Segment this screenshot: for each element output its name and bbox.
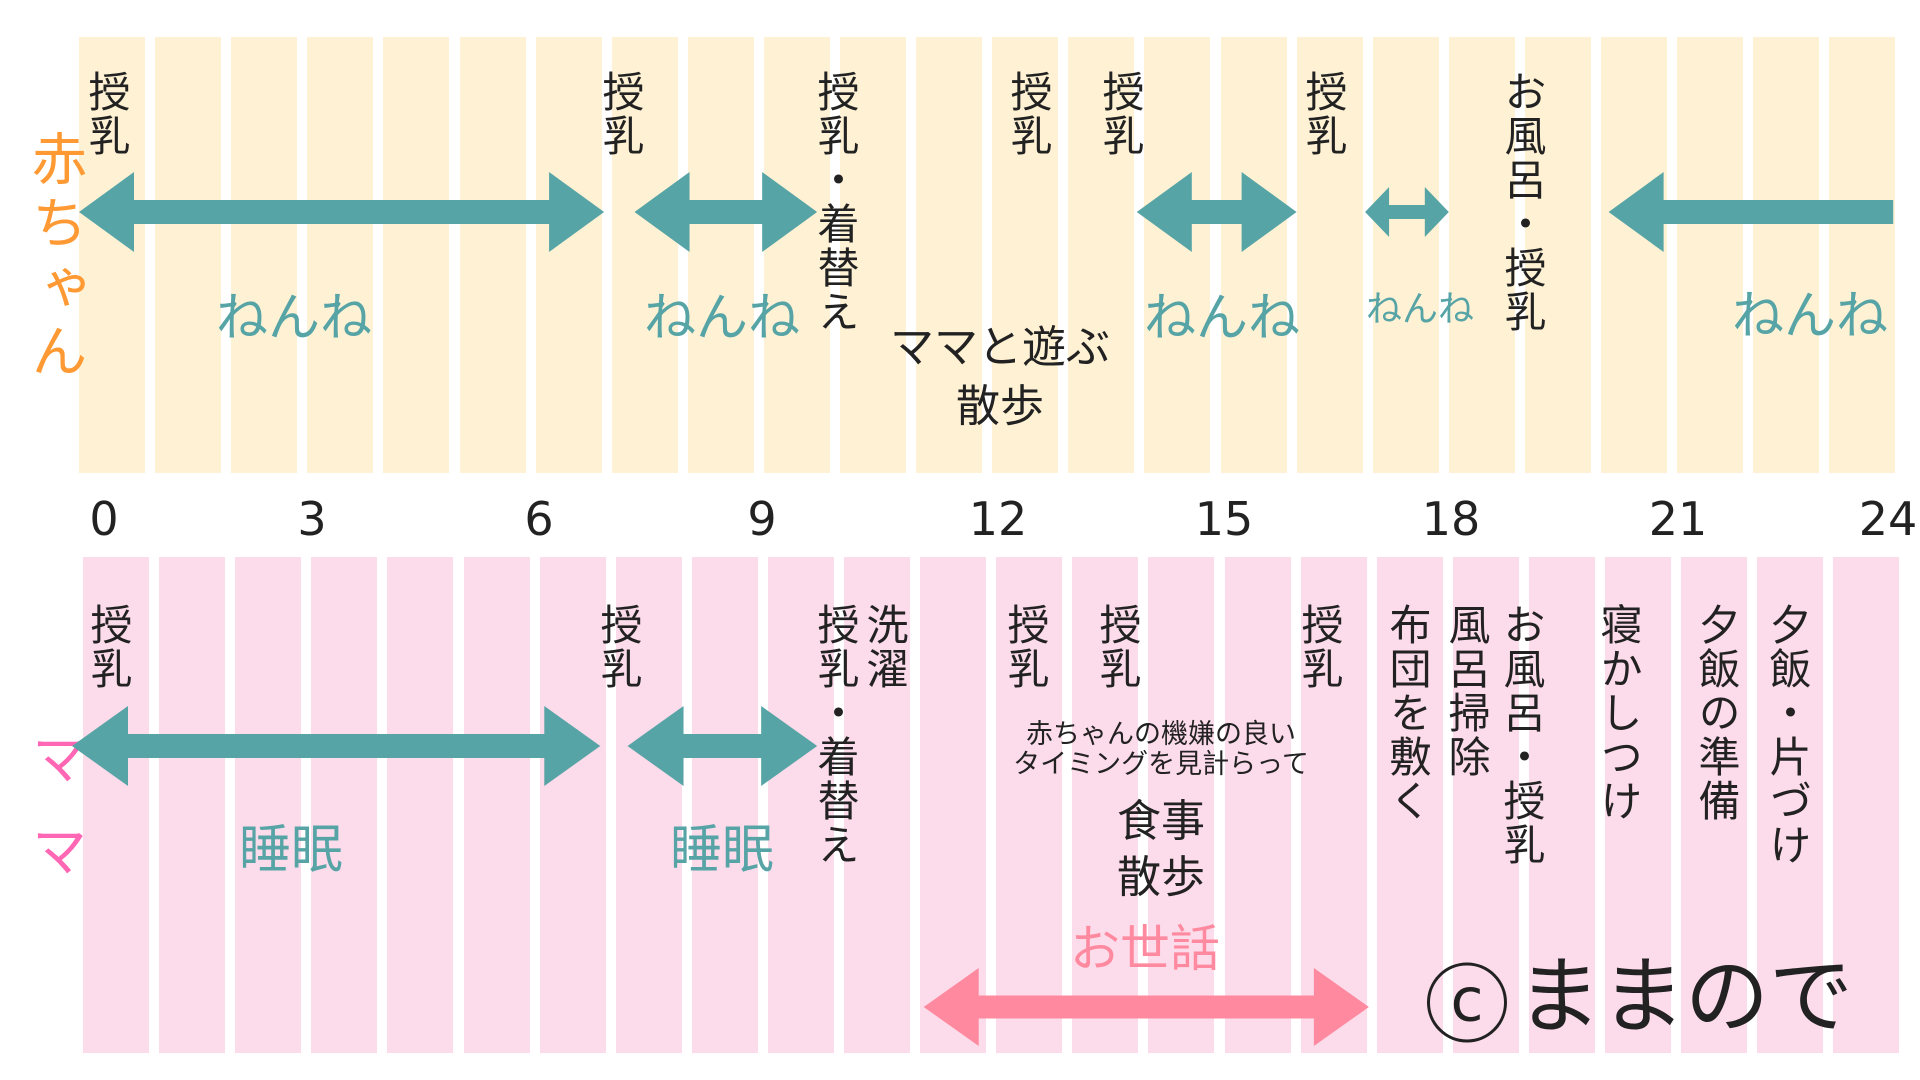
baby-hour-column <box>1372 37 1439 473</box>
mama-note-line2: タイミングを見計らって <box>1013 749 1309 780</box>
baby-event-feeding-changing: 授乳・着替え <box>811 70 860 334</box>
baby-event-feeding: 授乳 <box>1004 70 1053 158</box>
baby-hour-column <box>840 37 906 473</box>
mama-hour-column <box>1833 557 1900 1053</box>
mama-hour-column <box>159 557 226 1053</box>
baby-hour-column <box>992 37 1059 473</box>
mama-event-feeding: 授乳 <box>1001 603 1050 691</box>
baby-hour-column <box>1753 37 1820 473</box>
tick-label: 21 <box>1648 492 1708 546</box>
mama-hour-column <box>311 557 378 1053</box>
baby-hour-column <box>1677 37 1744 473</box>
baby-hour-column <box>916 37 983 473</box>
care-period-label: お世話 <box>1070 920 1220 978</box>
mama-hour-column <box>1605 557 1671 1053</box>
baby-hour-column <box>763 37 830 473</box>
baby-hour-column <box>1448 37 1515 473</box>
baby-hour-column <box>459 37 526 473</box>
baby-hour-column <box>1524 37 1591 473</box>
tick-label: 18 <box>1421 492 1481 546</box>
baby-hour-column <box>1068 37 1135 473</box>
copyright-icon: c <box>1426 962 1507 1043</box>
mama-hour-column <box>235 557 302 1053</box>
mama-event-feeding: 授乳 <box>1093 603 1142 691</box>
mama-event-feeding-changing: 授乳・着替え <box>811 603 860 867</box>
baby-sleep-label: ねんね <box>1731 286 1889 347</box>
mama-hour-column <box>844 557 910 1053</box>
mama-hour-column <box>539 557 606 1053</box>
tick-label: 24 <box>1858 492 1918 546</box>
baby-event-feeding: 授乳 <box>1096 70 1145 158</box>
mama-event-bath-feeding: お風呂・授乳 <box>1497 603 1546 867</box>
mama-event-feeding: 授乳 <box>84 603 133 691</box>
baby-hour-column <box>1144 37 1211 473</box>
baby-row-label: 赤ちゃん <box>22 130 87 386</box>
baby-event-feeding: 授乳 <box>82 70 131 158</box>
baby-sleep-label: ねんね <box>643 288 801 349</box>
baby-hour-column <box>611 37 678 473</box>
mama-hour-column <box>767 557 834 1053</box>
baby-hour-column <box>687 37 754 473</box>
mama-event-feeding: 授乳 <box>594 603 643 691</box>
mama-event-clean-bath: 風呂掃除 <box>1442 603 1491 779</box>
baby-sleep-label: ねんね <box>1365 289 1475 330</box>
baby-event-bath-feeding: お風呂・授乳 <box>1498 70 1547 334</box>
mama-hour-column <box>920 557 987 1053</box>
mama-hour-column <box>1224 557 1291 1053</box>
mama-note-line1: 赤ちゃんの機嫌の良い <box>1026 719 1296 750</box>
tick-label: 3 <box>297 492 327 546</box>
mama-row-label: ママ <box>22 730 87 914</box>
baby-hour-column <box>383 37 450 473</box>
baby-sleep-label: ねんね <box>1143 288 1301 349</box>
mama-event-lay-futon: 布団を敷く <box>1383 603 1432 823</box>
mama-sleep-label: 睡眠 <box>669 820 775 881</box>
baby-hour-column <box>1296 37 1363 473</box>
mama-sleep-label: 睡眠 <box>238 820 344 881</box>
baby-hour-column <box>231 37 298 473</box>
mama-hour-column <box>615 557 682 1053</box>
baby-event-feeding: 授乳 <box>1299 70 1348 158</box>
baby-hour-column <box>155 37 222 473</box>
baby-hour-column <box>79 37 145 473</box>
baby-hour-column <box>307 37 374 473</box>
tick-label: 0 <box>89 492 119 546</box>
tick-label: 6 <box>524 492 554 546</box>
credit-text: ままので <box>1516 947 1854 1046</box>
mama-hour-column <box>1528 557 1595 1053</box>
mama-hour-column <box>1757 557 1824 1053</box>
baby-activity-walk: 散歩 <box>956 381 1044 432</box>
mama-event-feeding: 授乳 <box>1295 603 1344 691</box>
baby-hour-column <box>1829 37 1896 473</box>
baby-activity-play: ママと遊ぶ <box>890 322 1110 373</box>
mama-hour-column <box>1681 557 1748 1053</box>
tick-label: 15 <box>1194 492 1254 546</box>
mama-activity-walk: 散歩 <box>1117 852 1205 903</box>
baby-event-feeding: 授乳 <box>596 70 645 158</box>
mama-hour-column <box>1376 557 1443 1053</box>
baby-hour-column <box>1601 37 1667 473</box>
mama-event-put-to-sleep: 寝かしつけ <box>1594 603 1643 823</box>
baby-hour-column <box>1220 37 1287 473</box>
baby-hour-column <box>535 37 602 473</box>
mama-event-dinner-prep: 夕飯の準備 <box>1692 603 1741 823</box>
tick-label: 12 <box>968 492 1028 546</box>
mama-event-laundry: 洗濯 <box>860 603 909 691</box>
tick-label: 9 <box>747 492 777 546</box>
mama-event-dinner-cleanup: 夕飯・片づけ <box>1763 603 1812 867</box>
baby-sleep-label: ねんね <box>215 288 373 349</box>
mama-hour-column <box>463 557 530 1053</box>
mama-hour-column <box>691 557 758 1053</box>
mama-activity-meal: 食事 <box>1117 796 1205 847</box>
mama-hour-column <box>83 557 149 1053</box>
mama-hour-column <box>387 557 454 1053</box>
